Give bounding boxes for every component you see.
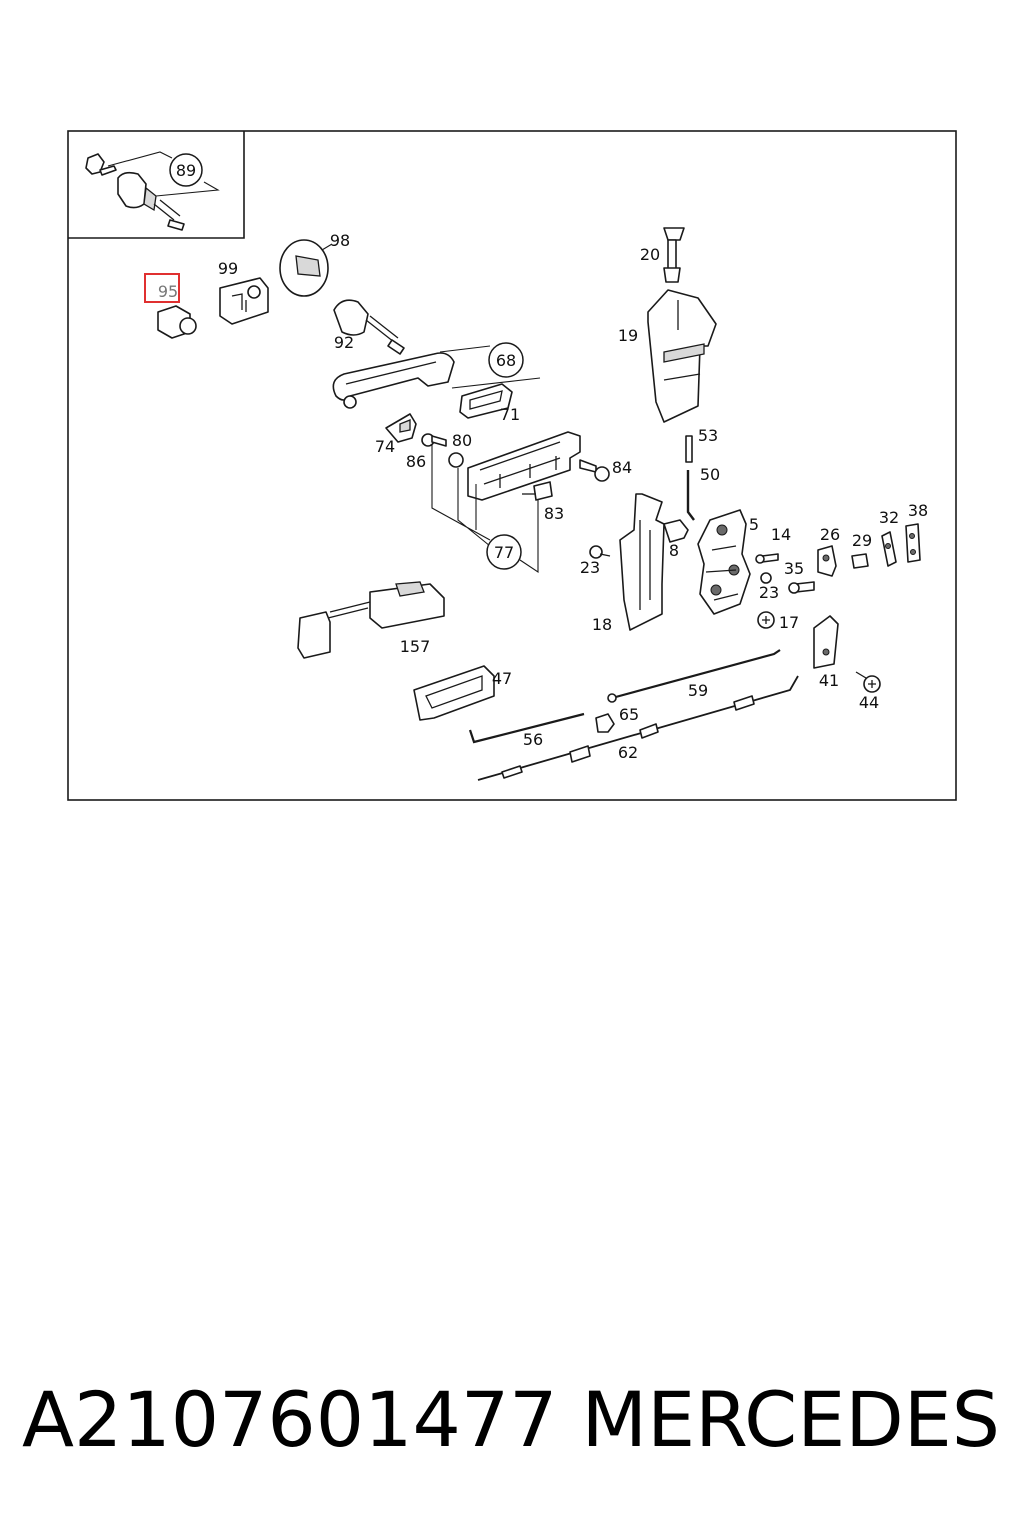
lock-housing-part (647, 289, 717, 423)
screw-23b (760, 572, 772, 584)
part-92 (333, 299, 405, 355)
part-32 (881, 531, 897, 567)
part-38 (905, 523, 921, 563)
rod-59 (611, 649, 781, 700)
callout-68: 68 (496, 351, 516, 370)
door-lock-parts-diagram: 89 95 99 98 92 68 71 20 (67, 130, 957, 801)
callout-35: 35 (784, 559, 804, 578)
callout-84: 84 (612, 458, 632, 477)
callout-53: 53 (698, 426, 718, 445)
part-74 (385, 413, 417, 443)
part-83 (522, 481, 553, 501)
handle-carrier-part (467, 431, 581, 501)
callout-41: 41 (819, 671, 839, 690)
highlight-box-95 (144, 273, 180, 303)
callout-86: 86 (406, 452, 426, 471)
callout-157: 157 (400, 637, 431, 656)
part-29 (851, 553, 869, 569)
callout-26: 26 (820, 525, 840, 544)
part-53 (685, 435, 693, 463)
callout-89: 89 (176, 161, 196, 180)
diagram-frame (67, 130, 957, 801)
callout-23b: 23 (759, 583, 779, 602)
callout-19: 19 (618, 326, 638, 345)
outer-door-handle-part (332, 345, 541, 409)
callout-59: 59 (688, 681, 708, 700)
callout-44: 44 (859, 693, 879, 712)
inset-frame (68, 131, 245, 239)
screw-23a (589, 545, 611, 559)
callout-47: 47 (492, 669, 512, 688)
callout-83: 83 (544, 504, 564, 523)
door-latch-mechanism-part (697, 509, 751, 615)
callout-20: 20 (640, 245, 660, 264)
callout-74: 74 (375, 437, 395, 456)
part-98 (279, 239, 333, 297)
callout-38: 38 (908, 501, 928, 520)
callout-18: 18 (592, 615, 612, 634)
callout-77: 77 (494, 543, 514, 562)
callout-5: 5 (749, 515, 759, 534)
part-99 (219, 277, 269, 325)
callout-98: 98 (330, 231, 350, 250)
callout-29: 29 (852, 531, 872, 550)
cable-62 (477, 675, 799, 781)
part-18 (619, 493, 665, 631)
callout-92: 92 (334, 333, 354, 352)
callout-32: 32 (879, 508, 899, 527)
screw-17 (757, 611, 775, 629)
actuator-157-part (297, 581, 445, 659)
part-26 (817, 545, 837, 577)
callout-circle-68 (488, 342, 524, 378)
callout-62: 62 (618, 743, 638, 762)
inner-door-handle-part (413, 665, 495, 721)
callout-99: 99 (218, 259, 238, 278)
callout-95: 95 (158, 282, 178, 301)
lock-knob-part (663, 227, 685, 283)
callout-23a: 23 (580, 558, 600, 577)
rod-56 (468, 712, 585, 744)
bolt-35 (788, 581, 815, 594)
callout-14: 14 (771, 525, 791, 544)
part-86 (421, 433, 447, 447)
callout-56: 56 (523, 730, 543, 749)
part-71 (459, 383, 513, 419)
screw-14 (755, 553, 779, 564)
footer-caption: A2107601477 MERCEDES (0, 1370, 1024, 1470)
callout-50: 50 (700, 465, 720, 484)
callout-8: 8 (669, 541, 679, 560)
callout-80: 80 (452, 431, 472, 450)
part-84 (579, 459, 610, 482)
leader-77 (431, 444, 539, 574)
rod-50 (686, 470, 695, 521)
part-8 (663, 519, 689, 543)
part-65 (595, 713, 615, 733)
callout-circle-89 (169, 153, 203, 187)
callout-71: 71 (500, 405, 520, 424)
callout-65: 65 (619, 705, 639, 724)
part-41 (813, 615, 839, 669)
part-number: A2107601477 (22, 1375, 558, 1464)
callout-circle-77 (486, 534, 522, 570)
key-and-lock-cylinder-part (85, 151, 220, 231)
callout-17: 17 (779, 613, 799, 632)
part-95 (157, 305, 197, 339)
screw-44 (855, 671, 881, 693)
part-80 (448, 452, 464, 468)
brand-name: MERCEDES (581, 1375, 1000, 1464)
